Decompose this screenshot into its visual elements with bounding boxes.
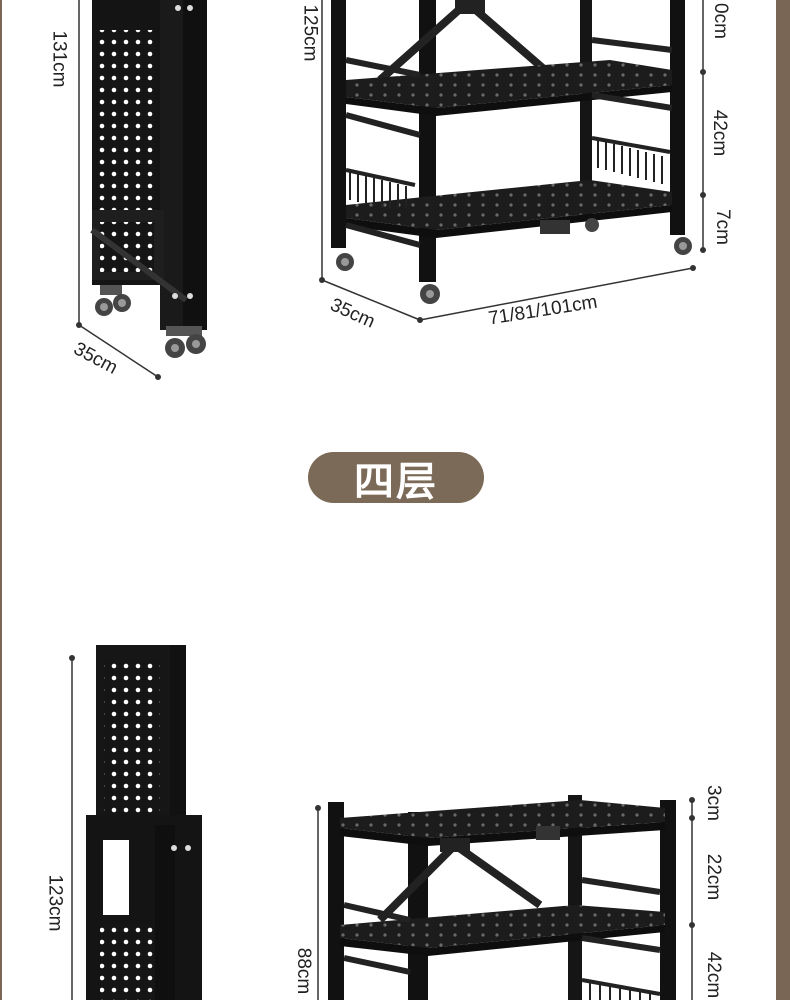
open-height-label-top: 125cm	[299, 4, 321, 62]
gap-bottom-label-bottom: 42cm	[703, 951, 725, 999]
left-border	[0, 0, 2, 1000]
gap-bottom-label-top: 7cm	[711, 209, 733, 245]
open-height-label-bottom: 88cm	[293, 947, 315, 995]
gap-middle-label-top: 42cm	[709, 109, 731, 157]
folded-rack-top	[90, 0, 207, 358]
right-border	[776, 0, 790, 1000]
gap-top-label-bottom: 3cm	[702, 785, 724, 821]
folded-height-label-top: 131cm	[48, 30, 70, 88]
folded-height-label-bottom: 123cm	[44, 874, 66, 932]
layer-count-badge: 四层	[308, 452, 484, 505]
open-rack-top	[331, 0, 692, 304]
open-rack-bottom	[328, 795, 676, 1000]
folded-rack-bottom	[86, 645, 202, 1000]
layer-count-text: 四层	[354, 458, 438, 505]
gap-top-label-top: 0cm	[709, 3, 731, 39]
gap-middle-label-bottom: 22cm	[703, 853, 725, 901]
